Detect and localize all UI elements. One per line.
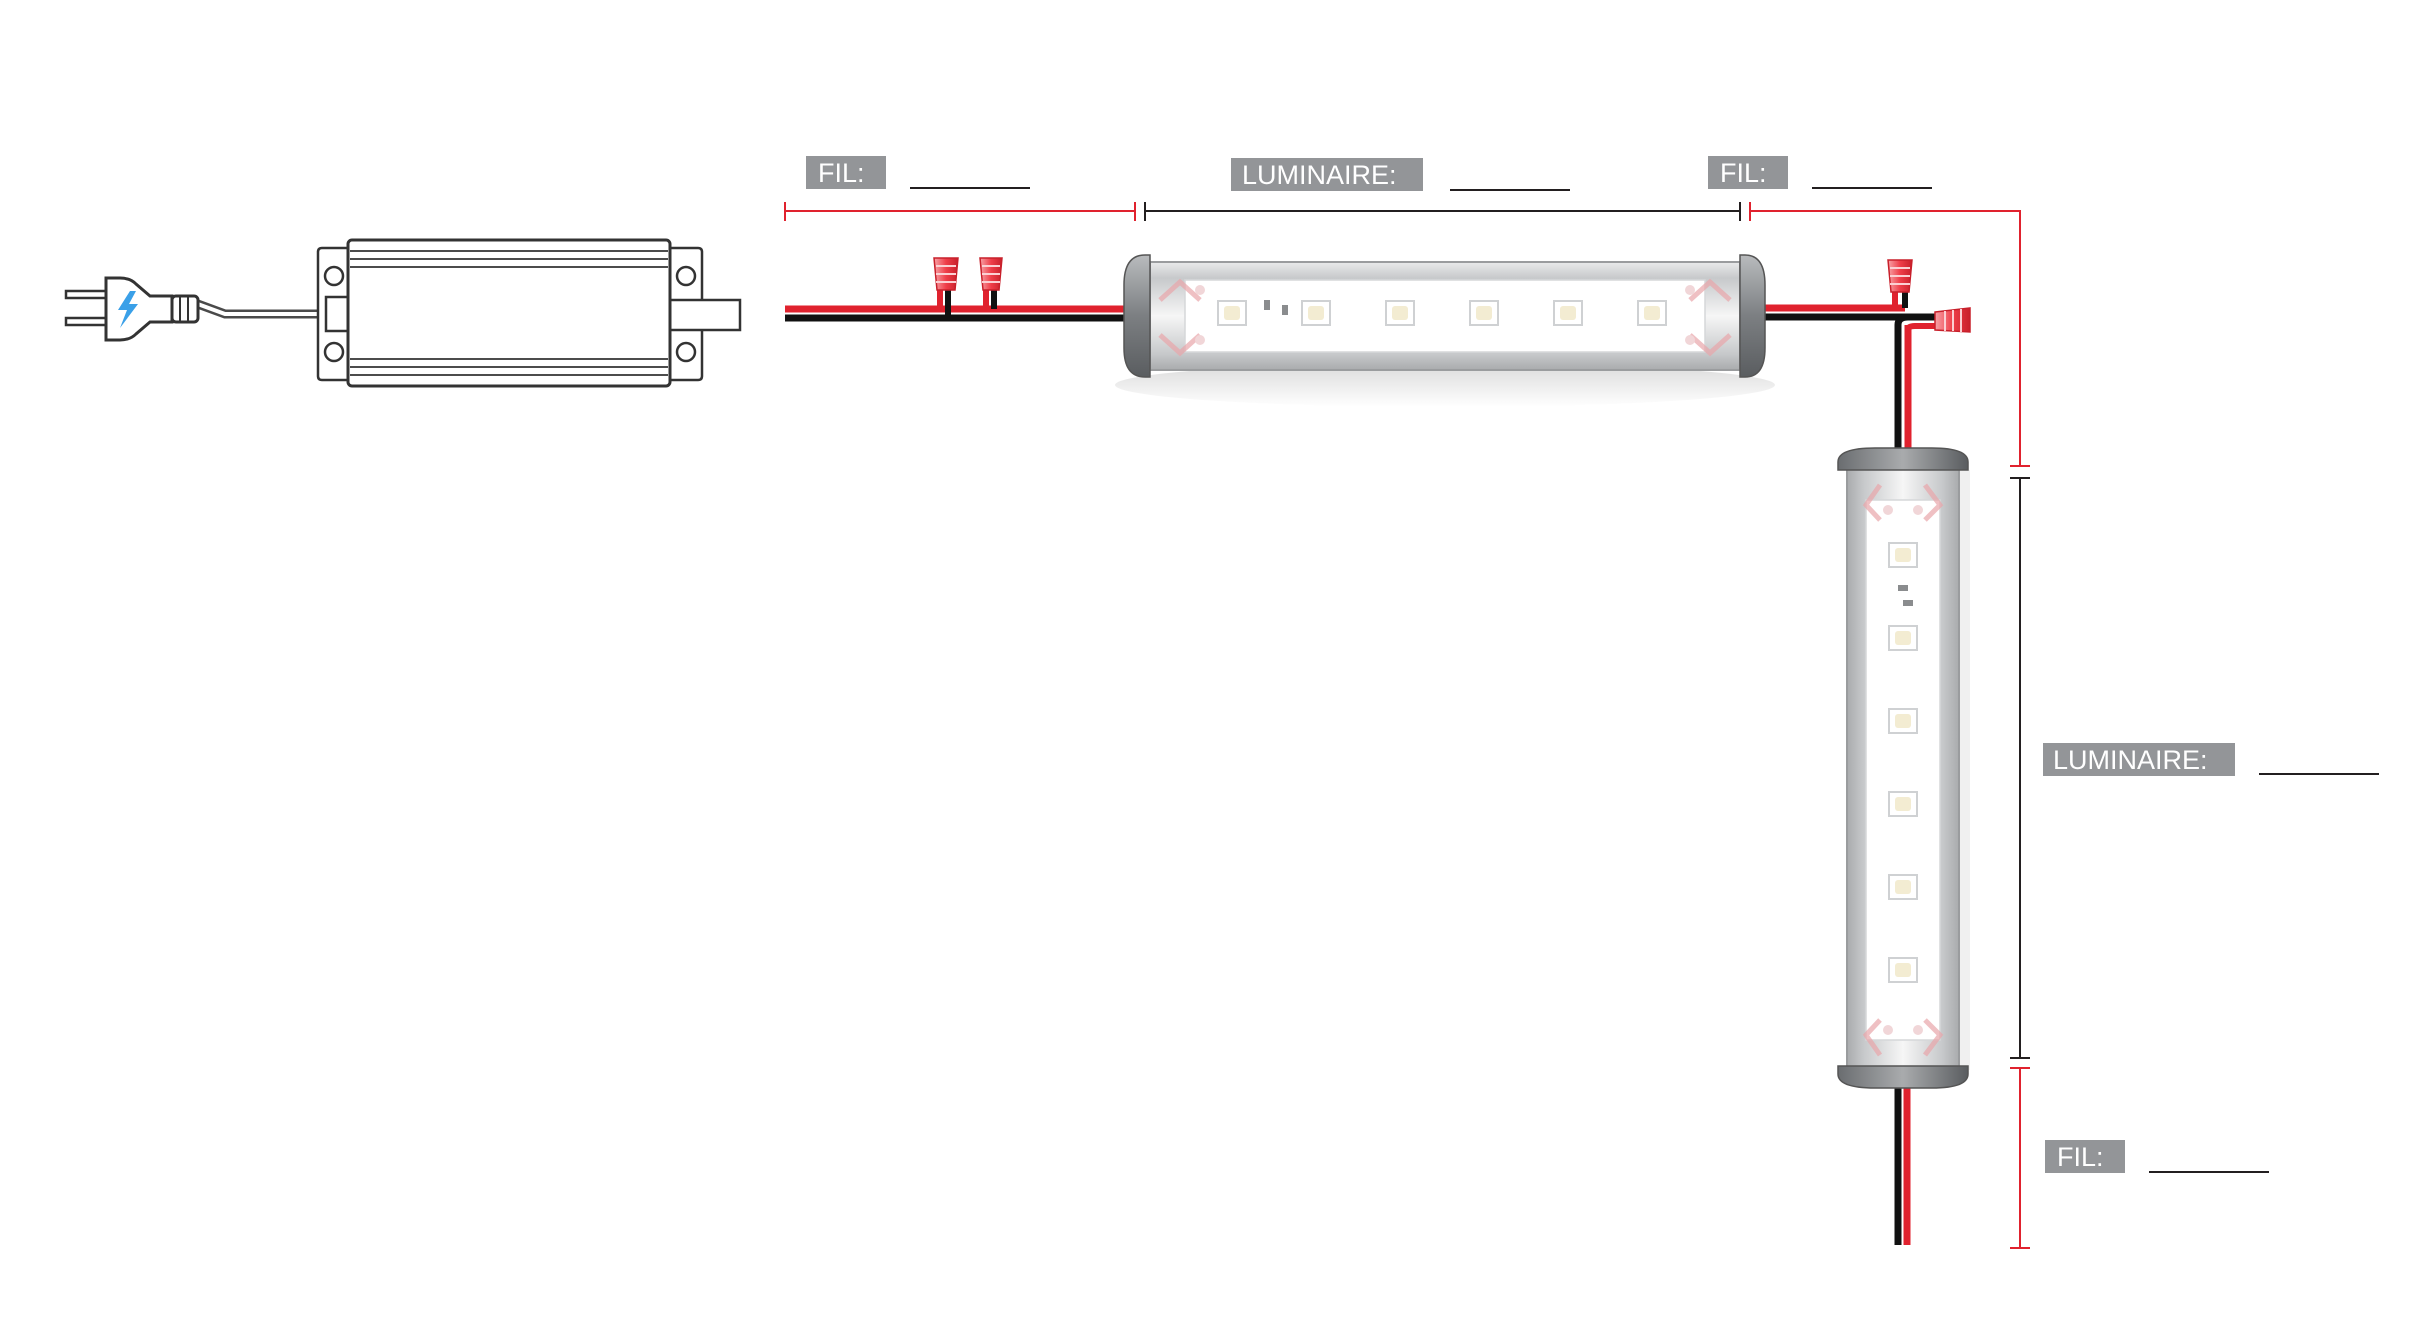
- dimension-luminaire-top: [1144, 202, 1741, 221]
- label-text: LUMINAIRE:: [1242, 160, 1397, 190]
- led-emitter: [1895, 631, 1911, 645]
- power-supply: [64, 238, 742, 388]
- led-row-horizontal: [1217, 300, 1667, 326]
- dimension-wire-top-right: [1749, 202, 2030, 467]
- led-emitter: [1895, 880, 1911, 894]
- luminaire-end-cap-right: [1739, 254, 1766, 378]
- driver-right-flange: [666, 246, 742, 382]
- label-wire-bottom: FIL:: [2045, 1140, 2269, 1173]
- wire-connectors: [933, 257, 1971, 333]
- wire-connector-1: [933, 257, 959, 291]
- wire-connector-2: [979, 257, 1003, 291]
- label-luminaire-right: LUMINAIRE:: [2043, 743, 2379, 776]
- led-emitter: [1308, 306, 1324, 320]
- label-wire-top-right: FIL:: [1708, 156, 1932, 189]
- led-emitter: [1895, 963, 1911, 977]
- dimension-wire-top-left: [784, 202, 1136, 221]
- dimension-lines: [784, 202, 2030, 1249]
- horizontal-luminaire: [1115, 254, 1775, 407]
- led-chip: [1469, 300, 1499, 326]
- driver-left-flange: [316, 246, 353, 382]
- label-luminaire-top: LUMINAIRE:: [1231, 158, 1570, 191]
- led-emitter: [1392, 306, 1408, 320]
- wire-connector-3: [1887, 259, 1913, 293]
- dimension-wire-bottom: [2010, 1067, 2030, 1249]
- lightning-bolt-icon: [118, 291, 138, 328]
- wire-connector-4: [1934, 307, 1971, 333]
- led-emitter: [1895, 797, 1911, 811]
- label-text: LUMINAIRE:: [2053, 745, 2208, 775]
- luminaire-end-cap-top: [1837, 447, 1969, 471]
- label-text: FIL:: [1720, 158, 1767, 188]
- led-emitter: [1895, 548, 1911, 562]
- luminaire-end-cap-left: [1123, 254, 1151, 378]
- led-emitter: [1560, 306, 1576, 320]
- label-text: FIL:: [2057, 1142, 2104, 1172]
- led-emitter: [1644, 306, 1660, 320]
- led-emitter: [1224, 306, 1240, 320]
- label-text: FIL:: [818, 158, 865, 188]
- led-emitter: [1476, 306, 1492, 320]
- driver-body: [346, 238, 672, 388]
- label-wire-top-left: FIL:: [806, 156, 1030, 189]
- led-chip: [1301, 300, 1331, 326]
- led-emitter: [1895, 714, 1911, 728]
- led-chip: [1888, 791, 1918, 817]
- power-plug-icon: [64, 276, 200, 342]
- luminaire-end-cap-bottom: [1837, 1065, 1969, 1089]
- wires: [785, 290, 1935, 1245]
- vertical-luminaire: [1837, 447, 1970, 1089]
- dimension-luminaire-right: [2010, 477, 2030, 1059]
- led-row-vertical: [1888, 542, 1918, 983]
